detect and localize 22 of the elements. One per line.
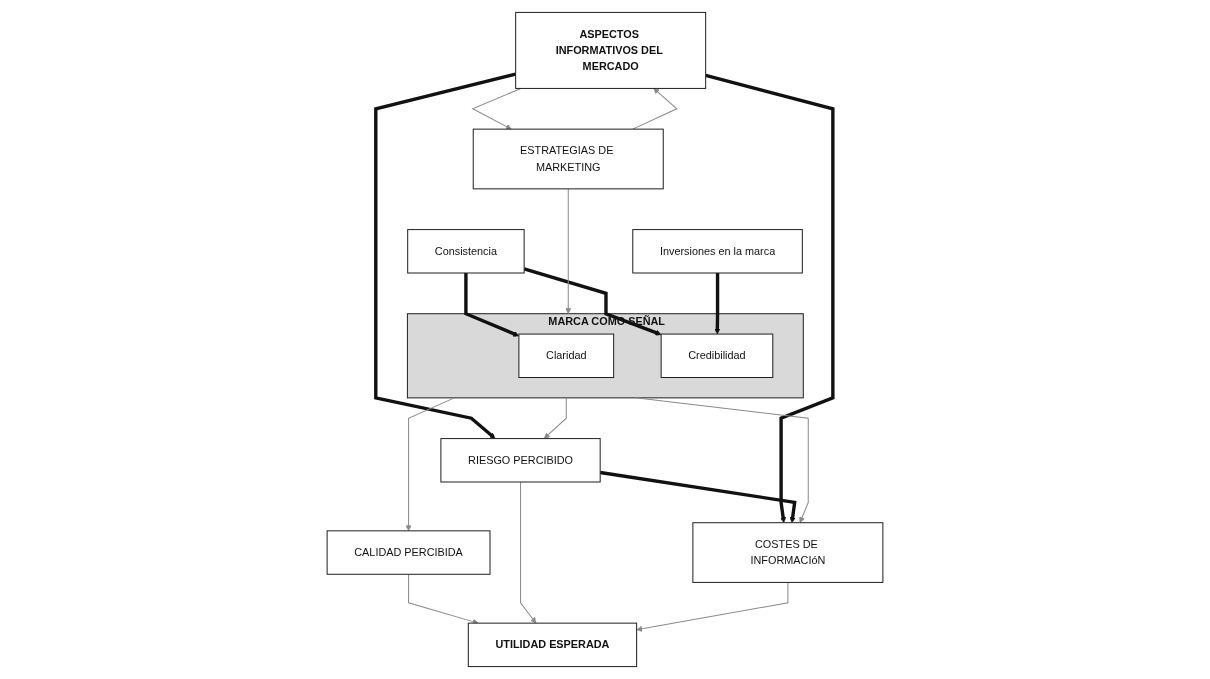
arrow — [714, 273, 721, 335]
node-box: RIESGO PERCIBIDO — [440, 438, 601, 483]
arrow — [520, 481, 537, 624]
arrow — [408, 573, 479, 625]
node-box: UTILIDAD ESPERADA — [467, 622, 638, 668]
node-box: Credibilidad — [660, 333, 774, 378]
node-box: COSTES DE INFORMACIóN — [692, 522, 884, 583]
node-box: Claridad — [518, 333, 615, 378]
arrow — [471, 87, 522, 130]
arrow — [464, 273, 520, 337]
node-box: ESTRATEGIAS DE MARKETING — [472, 128, 664, 190]
arrow — [635, 397, 809, 523]
node-box: Consistencia — [407, 229, 525, 274]
node-box: ASPECTOS INFORMATIVOS DEL MERCADO — [515, 11, 707, 89]
node-box: CALIDAD PERCIBIDA — [326, 530, 491, 575]
arrow — [543, 397, 567, 439]
arrow — [636, 581, 789, 632]
arrow — [405, 397, 455, 532]
arrow — [705, 73, 835, 523]
node-box: Inversiones en la marca — [632, 229, 803, 274]
arrow — [632, 88, 678, 130]
arrow — [565, 188, 572, 314]
